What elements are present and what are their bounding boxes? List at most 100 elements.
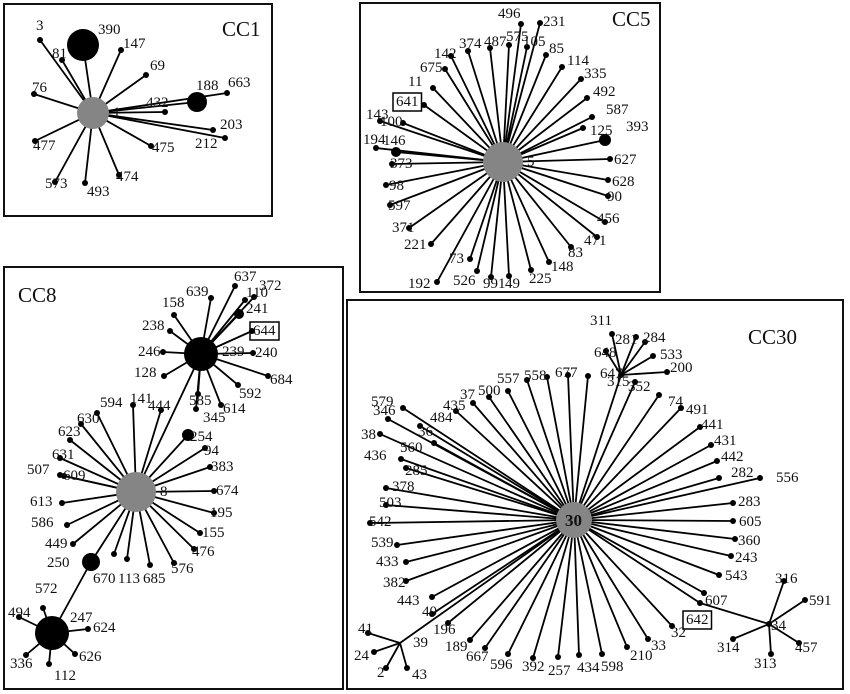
label-436: 436 — [364, 448, 387, 464]
nodes — [16, 283, 271, 667]
node-630 — [78, 421, 84, 427]
node-128 — [161, 373, 167, 379]
node-346 — [385, 416, 391, 422]
node-69 — [143, 72, 149, 78]
label-596: 596 — [490, 657, 513, 673]
label-475: 475 — [152, 140, 175, 156]
edge-192 — [436, 161, 504, 283]
label-194: 194 — [363, 132, 386, 148]
node-442 — [714, 458, 720, 464]
node-43 — [404, 665, 410, 671]
label-246: 246 — [138, 344, 161, 360]
label-677: 677 — [555, 365, 578, 381]
label-32: 32 — [671, 625, 686, 641]
label-647: 647 — [600, 366, 623, 382]
node-158 — [171, 312, 177, 318]
label-192: 192 — [408, 276, 431, 292]
founder-label: 8 — [160, 484, 168, 500]
label-313: 313 — [754, 656, 777, 672]
label-575: 575 — [506, 29, 529, 45]
node-114 — [559, 64, 565, 70]
label-38: 38 — [361, 427, 376, 443]
label-433: 433 — [376, 554, 399, 570]
label-352: 352 — [628, 379, 651, 395]
label-105: 105 — [523, 34, 546, 50]
node-573 — [52, 179, 58, 185]
label-239: 239 — [222, 344, 245, 360]
label-345: 345 — [203, 410, 226, 426]
highlight-box-641 — [392, 92, 423, 112]
node-105 — [524, 44, 530, 50]
node-556 — [757, 475, 763, 481]
edge-311 — [611, 333, 622, 376]
node-41 — [365, 630, 371, 636]
edge-189 — [469, 519, 575, 641]
node-677 — [565, 372, 571, 378]
edge-239 — [135, 353, 202, 493]
edge-542 — [369, 519, 575, 524]
node-392 — [530, 655, 536, 661]
label-94: 94 — [204, 443, 220, 459]
node-34 — [766, 621, 772, 627]
edge-285 — [405, 467, 575, 521]
node-110 — [242, 297, 248, 303]
node-393 — [599, 134, 611, 146]
node-443 — [429, 594, 435, 600]
label-533: 533 — [660, 347, 683, 363]
node-98 — [383, 182, 389, 188]
label-557: 557 — [497, 371, 520, 387]
node-476 — [191, 546, 197, 552]
node-624 — [85, 626, 91, 632]
node-592 — [235, 382, 241, 388]
edge-647 — [573, 375, 589, 521]
label-393: 393 — [626, 119, 649, 135]
edge-37 — [488, 396, 575, 521]
label-37: 37 — [460, 387, 476, 403]
cluster-frame — [359, 2, 661, 293]
label-2: 2 — [377, 665, 385, 681]
node-221 — [428, 241, 434, 247]
highlight-box-642 — [682, 610, 713, 630]
label-667: 667 — [466, 649, 489, 665]
node-431 — [708, 442, 714, 448]
node-628 — [605, 177, 611, 183]
edge-560 — [433, 442, 575, 521]
label-146: 146 — [383, 133, 406, 149]
node-576 — [171, 560, 177, 566]
edge-496 — [502, 23, 522, 163]
node-685 — [147, 562, 153, 568]
node-90 — [605, 193, 611, 199]
node-637 — [232, 283, 238, 289]
edge-74 — [573, 394, 660, 521]
label-484: 484 — [430, 410, 453, 426]
node-125 — [580, 125, 586, 131]
label-685: 685 — [143, 571, 166, 587]
node-648 — [603, 348, 609, 354]
label-360: 360 — [738, 533, 761, 549]
node-240 — [250, 350, 256, 356]
node-38 — [377, 431, 383, 437]
node-239 — [184, 337, 218, 371]
founder-label: 30 — [565, 511, 582, 530]
label-373: 373 — [390, 156, 413, 172]
edge-315 — [573, 374, 622, 521]
founder-label: 5 — [527, 154, 535, 170]
node-372 — [251, 294, 257, 300]
node-192 — [434, 279, 440, 285]
label-507: 507 — [27, 462, 50, 478]
edge-392 — [532, 519, 575, 659]
node-40 — [429, 611, 435, 617]
label-81: 81 — [52, 46, 67, 62]
edge-212 — [92, 112, 226, 139]
label-494: 494 — [8, 605, 31, 621]
label-158: 158 — [162, 295, 185, 311]
label-189: 189 — [445, 639, 468, 655]
edge-443 — [431, 519, 575, 598]
node-477 — [32, 138, 38, 144]
label-605: 605 — [739, 514, 762, 530]
node-579 — [400, 405, 406, 411]
node-382 — [403, 578, 409, 584]
node-76 — [31, 91, 37, 97]
